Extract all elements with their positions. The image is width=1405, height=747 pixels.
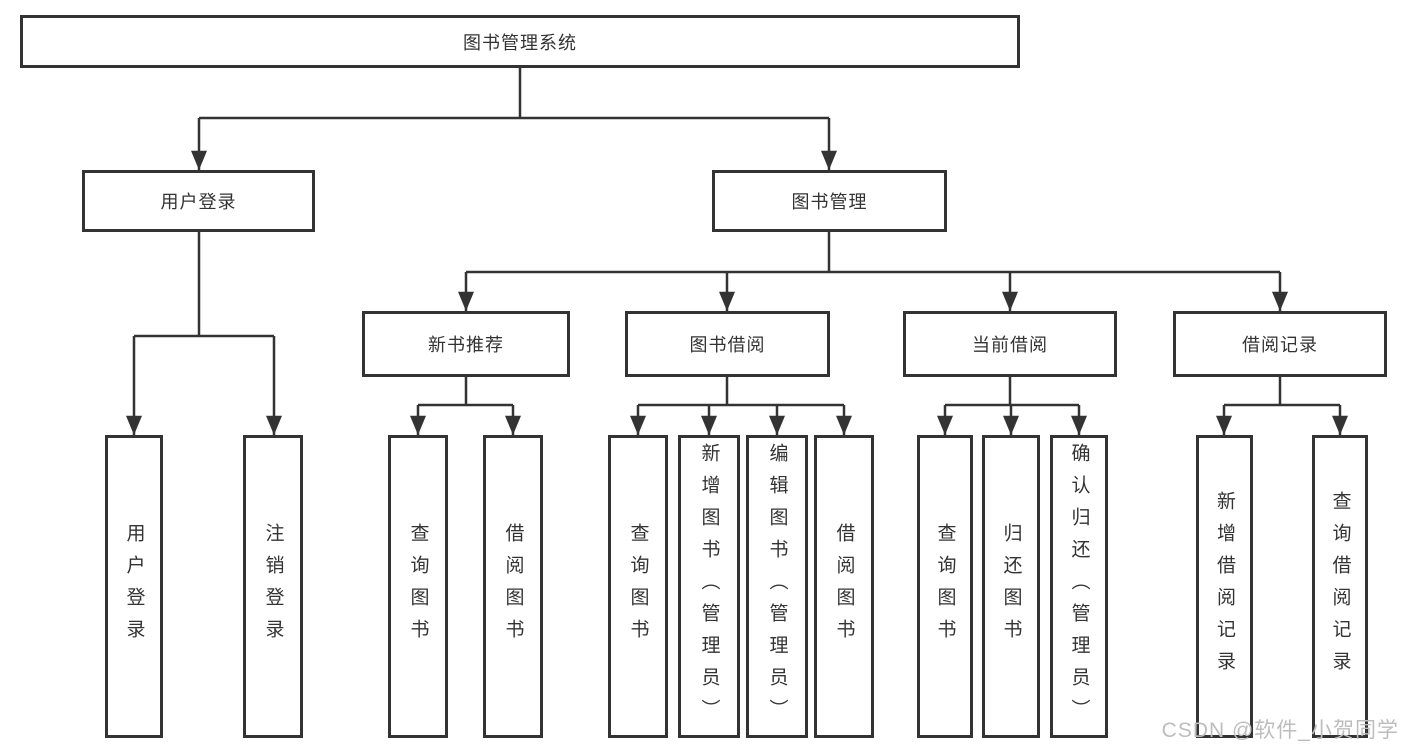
node-book-borrow: 图书借阅	[625, 311, 830, 377]
leaf-query-book: 查询图书	[388, 435, 448, 738]
leaf-edit-book-admin: 编辑图书（管理员）	[746, 435, 808, 738]
leaf-query-borrow-record: 查询借阅记录	[1312, 435, 1368, 738]
leaf-query-book: 查询图书	[608, 435, 668, 738]
leaf-query-book: 查询图书	[917, 435, 973, 738]
node-current-borrow: 当前借阅	[903, 311, 1117, 377]
watermark-text: CSDN @软件_小贺同学	[1161, 719, 1399, 742]
leaf-return-book: 归还图书	[982, 435, 1040, 738]
node-borrow-record: 借阅记录	[1173, 311, 1387, 377]
tree-bus-lines	[134, 68, 1340, 407]
leaf-borrow-book: 借阅图书	[814, 435, 874, 738]
leaf-user-login: 用户登录	[105, 435, 163, 738]
leaf-add-book-admin: 新增图书（管理员）	[678, 435, 740, 738]
leaf-borrow-book: 借阅图书	[483, 435, 543, 738]
leaf-add-borrow-record: 新增借阅记录	[1196, 435, 1253, 738]
node-user-login: 用户登录	[82, 170, 315, 232]
leaf-logout: 注销登录	[243, 435, 303, 738]
leaf-confirm-return-admin: 确认归还（管理员）	[1050, 435, 1108, 738]
node-root-system: 图书管理系统	[20, 15, 1020, 68]
node-book-management: 图书管理	[712, 170, 947, 232]
node-new-book-recommend: 新书推荐	[362, 311, 570, 377]
